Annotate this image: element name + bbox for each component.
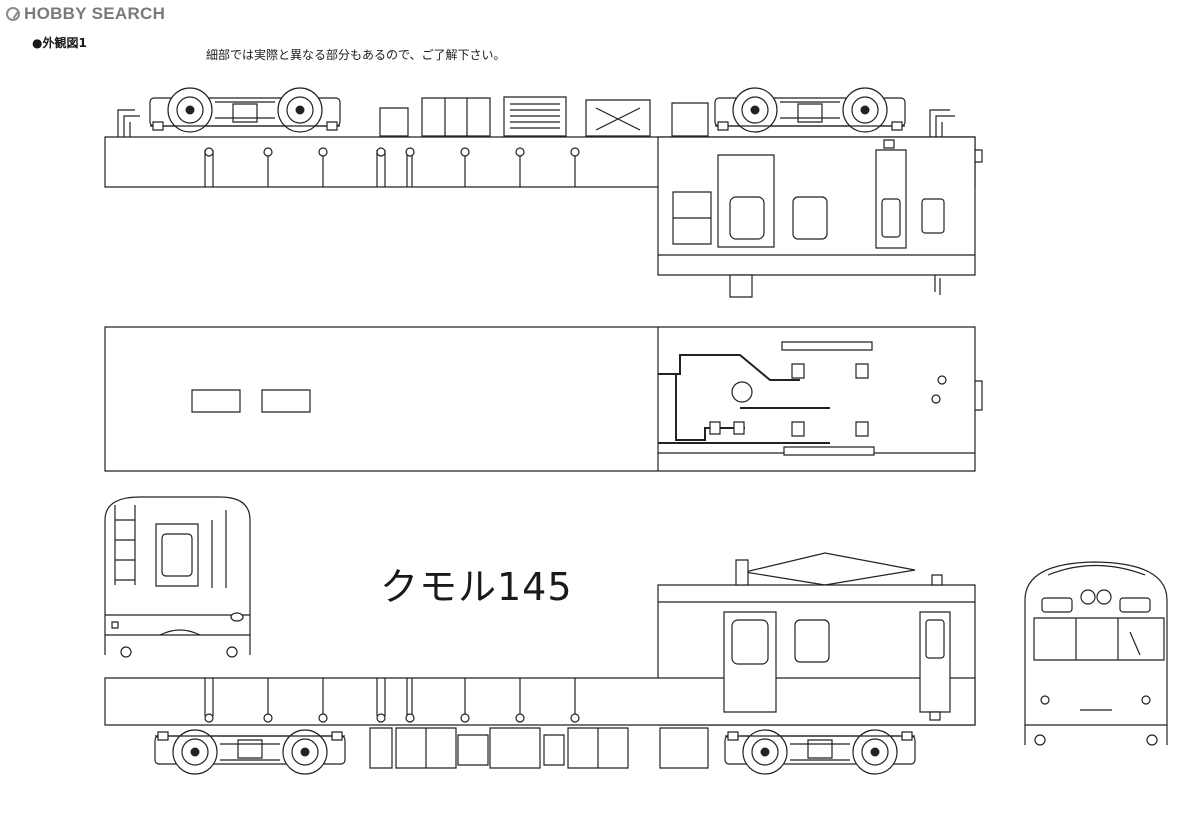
- front-windshield: [1034, 618, 1164, 660]
- equipment-box: [672, 103, 708, 136]
- brand-text: HOBBY SEARCH: [24, 4, 166, 23]
- bogie-b-left: [154, 729, 346, 775]
- bogie-a-right: [714, 87, 906, 133]
- roof-vent: [262, 390, 310, 412]
- roof-plan-view: [105, 327, 982, 471]
- bogie-a-left: [149, 87, 341, 133]
- hobbysearch-logo-icon: [6, 7, 20, 21]
- side-view-b: [105, 553, 975, 775]
- pantograph: [745, 553, 915, 585]
- front-end-view: [1025, 562, 1167, 745]
- roof-fittings-b: [205, 678, 579, 722]
- model-name-label: クモル145: [380, 565, 573, 609]
- site-brand: HOBBY SEARCH: [6, 4, 165, 24]
- equipment-box: [490, 728, 540, 768]
- side-view-a: [105, 87, 982, 297]
- equipment-box: [380, 108, 408, 136]
- roof-vent: [192, 390, 240, 412]
- equipment-box: [586, 100, 650, 136]
- roof-fittings-a: [205, 148, 579, 187]
- disclaimer-note: 細部では実際と異なる部分もあるので、ご了解下さい。: [206, 48, 506, 62]
- equipment-box: [660, 728, 708, 768]
- section-title: ●外観図1: [32, 36, 87, 50]
- roof-piping: [658, 342, 946, 455]
- bogie-b-right: [724, 729, 916, 775]
- equipment-box: [422, 98, 490, 136]
- rear-end-view: [105, 497, 250, 657]
